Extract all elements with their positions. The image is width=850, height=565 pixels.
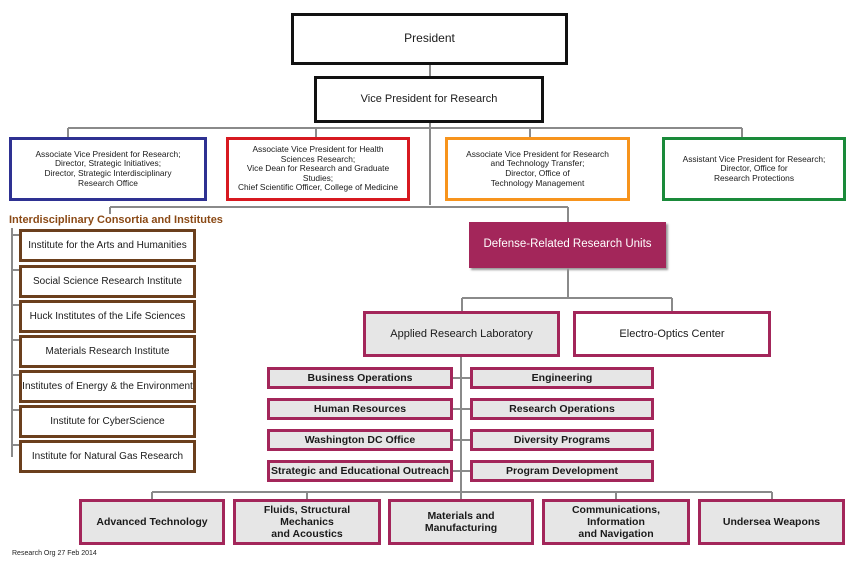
vp-research-box: Vice President for Research xyxy=(314,76,544,123)
institute-huck-life-sciences: Huck Institutes of the Life Sciences xyxy=(19,300,196,333)
institute-label: Social Science Research Institute xyxy=(33,275,182,287)
arl-program-development: Program Development xyxy=(470,460,654,482)
arl-office-label: Business Operations xyxy=(307,371,413,384)
vp-research-label: Vice President for Research xyxy=(360,93,498,106)
institute-label: Institute for Natural Gas Research xyxy=(31,450,184,462)
consortia-heading: Interdisciplinary Consortia and Institut… xyxy=(9,214,223,226)
institute-label: Institute for the Arts and Humanities xyxy=(28,239,187,251)
defense-units-label: Defense-Related Research Units xyxy=(483,238,652,251)
arl-office-label: Engineering xyxy=(531,371,593,384)
arl-office-label: Human Resources xyxy=(313,402,407,415)
associate-vp-tech-transfer-box: Associate Vice President for Research an… xyxy=(445,137,630,201)
division-undersea-weapons: Undersea Weapons xyxy=(698,499,845,545)
applied-research-lab-label: Applied Research Laboratory xyxy=(390,327,533,340)
arl-human-resources: Human Resources xyxy=(267,398,453,420)
institute-label: Huck Institutes of the Life Sciences xyxy=(29,310,186,322)
institute-energy-environment: Institutes of Energy & the Environment xyxy=(19,370,196,403)
institute-arts-humanities: Institute for the Arts and Humanities xyxy=(19,229,196,262)
electro-optics-box: Electro-Optics Center xyxy=(573,311,771,357)
institute-label: Institutes of Energy & the Environment xyxy=(22,380,193,392)
applied-research-lab-box: Applied Research Laboratory xyxy=(363,311,560,357)
president-label: President xyxy=(404,31,455,46)
arl-business-operations: Business Operations xyxy=(267,367,453,389)
institute-label: Institute for CyberScience xyxy=(50,415,165,427)
associate-vp-strategic-box: Associate Vice President for Research; D… xyxy=(9,137,207,201)
division-communications-navigation: Communications, Information and Navigati… xyxy=(542,499,690,545)
footer-note: Research Org 27 Feb 2014 xyxy=(12,550,97,557)
arl-office-label: Strategic and Educational Outreach xyxy=(271,464,449,477)
assistant-vp-protections-label: Assistant Vice President for Research; D… xyxy=(682,153,826,183)
assistant-vp-protections-box: Assistant Vice President for Research; D… xyxy=(662,137,846,201)
institute-social-science: Social Science Research Institute xyxy=(19,265,196,298)
institute-materials-research: Materials Research Institute xyxy=(19,335,196,368)
institute-cyberscience: Institute for CyberScience xyxy=(19,405,196,438)
arl-office-label: Program Development xyxy=(505,464,619,477)
division-label: Materials and Manufacturing xyxy=(424,509,498,534)
division-label: Communications, Information and Navigati… xyxy=(571,503,661,541)
electro-optics-label: Electro-Optics Center xyxy=(619,327,725,340)
division-materials-manufacturing: Materials and Manufacturing xyxy=(388,499,534,545)
institute-label: Materials Research Institute xyxy=(45,345,170,357)
associate-vp-strategic-label: Associate Vice President for Research; D… xyxy=(35,148,181,188)
defense-units-box: Defense-Related Research Units xyxy=(469,222,666,268)
division-advanced-technology: Advanced Technology xyxy=(79,499,225,545)
arl-office-label: Washington DC Office xyxy=(304,433,416,446)
associate-vp-tech-transfer-label: Associate Vice President for Research an… xyxy=(466,148,609,188)
associate-vp-health-label: Associate Vice President for Health Scie… xyxy=(238,143,398,193)
division-fluids-acoustics: Fluids, Structural Mechanics and Acousti… xyxy=(233,499,381,545)
division-label: Advanced Technology xyxy=(96,515,208,528)
arl-strategic-outreach: Strategic and Educational Outreach xyxy=(267,460,453,482)
division-label: Fluids, Structural Mechanics and Acousti… xyxy=(263,503,351,541)
associate-vp-health-box: Associate Vice President for Health Scie… xyxy=(226,137,410,201)
president-box: President xyxy=(291,13,568,65)
institute-natural-gas: Institute for Natural Gas Research xyxy=(19,440,196,473)
division-label: Undersea Weapons xyxy=(722,515,821,528)
arl-diversity-programs: Diversity Programs xyxy=(470,429,654,451)
arl-office-label: Research Operations xyxy=(509,402,615,415)
arl-engineering: Engineering xyxy=(470,367,654,389)
arl-office-label: Diversity Programs xyxy=(513,433,611,446)
arl-research-operations: Research Operations xyxy=(470,398,654,420)
arl-washington-dc: Washington DC Office xyxy=(267,429,453,451)
